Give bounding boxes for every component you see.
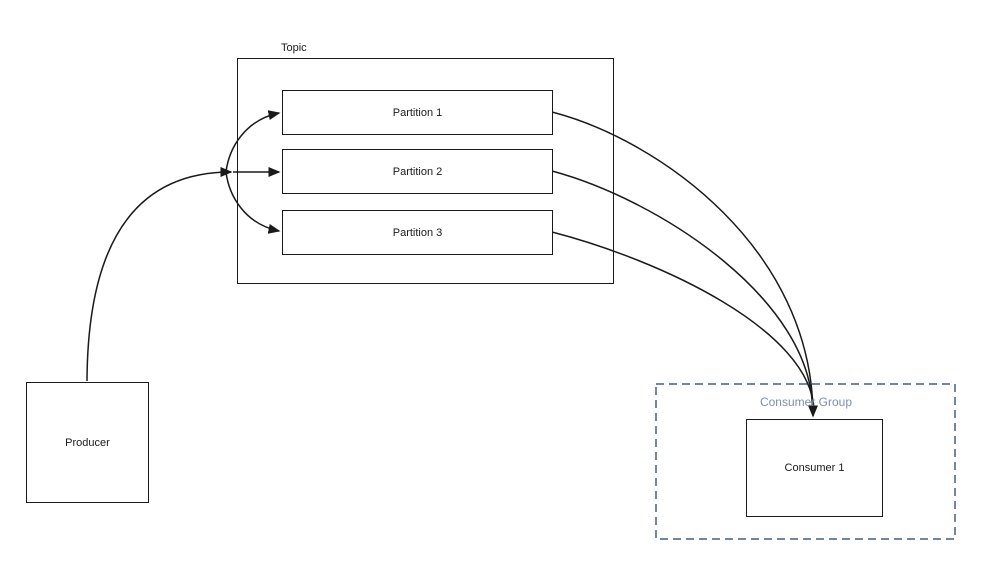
partition-1-label: Partition 1 (392, 106, 443, 119)
arrow-partition-3-to-consumer (551, 231, 815, 411)
consumer-group-label: Consumer Group (759, 395, 853, 409)
partition-3-label: Partition 3 (392, 226, 443, 239)
consumer-group: Consumer Group (655, 383, 957, 540)
arrow-partition-2-to-consumer (551, 170, 814, 411)
arrow-to-partition-1 (225, 110, 281, 173)
partition-2-box: Partition 2 (282, 149, 553, 194)
partition-1-box: Partition 1 (282, 90, 553, 135)
producer-box: Producer (26, 382, 149, 503)
consumer-group-box (655, 383, 956, 540)
arrow-to-partition-3 (225, 171, 281, 234)
partition-3-box: Partition 3 (282, 210, 553, 255)
partition-2-label: Partition 2 (392, 165, 443, 178)
topic-box (237, 58, 614, 284)
consumer-1-label: Consumer 1 (784, 462, 845, 474)
consumer-1-box: Consumer 1 (746, 419, 883, 517)
topic-label: Topic (281, 42, 307, 54)
arrow-producer-to-topic (86, 167, 233, 382)
producer-label: Producer (65, 436, 110, 449)
arrow-partition-1-to-consumer (551, 111, 818, 418)
